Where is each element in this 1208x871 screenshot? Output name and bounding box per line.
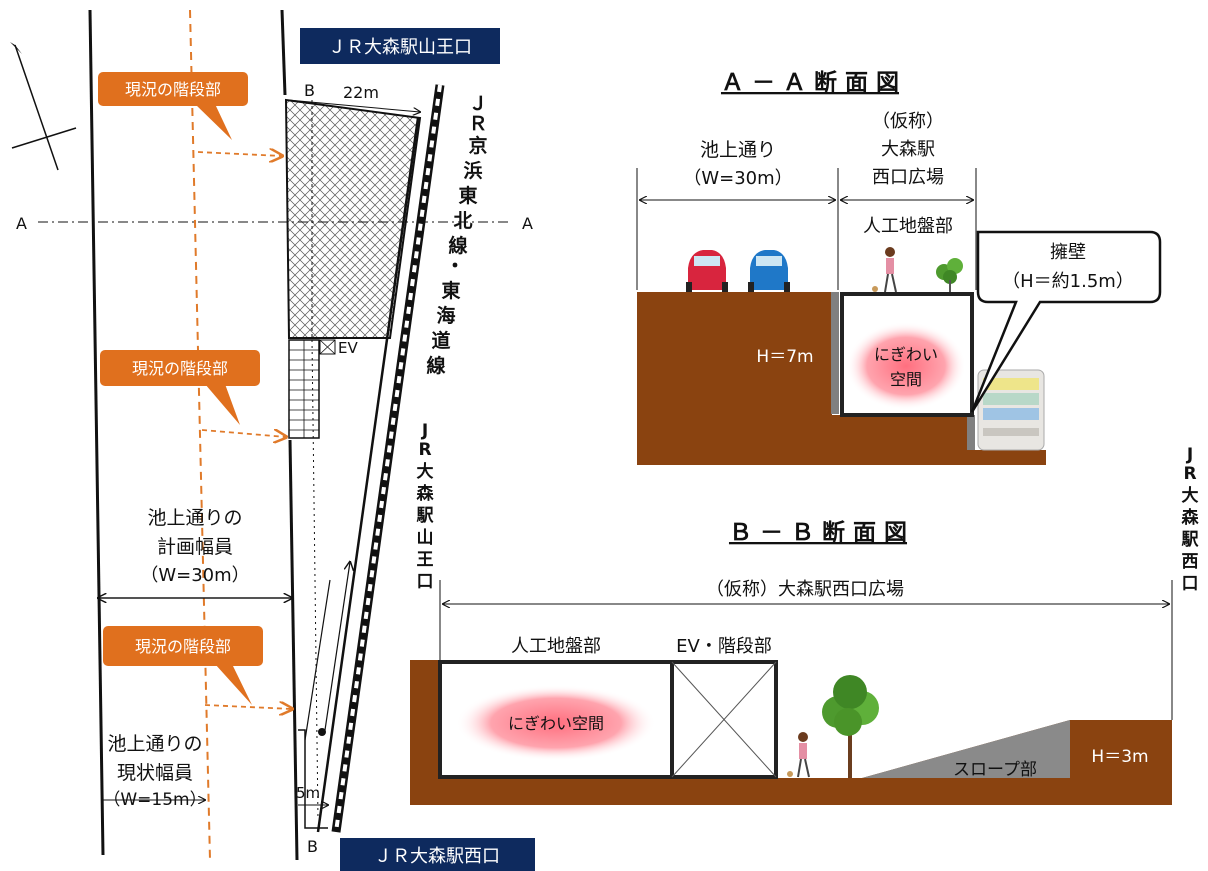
svg-text:王: 王	[417, 550, 434, 570]
svg-text:道: 道	[431, 329, 450, 352]
width-22m-label: 22m	[343, 83, 379, 102]
bb-slope	[862, 720, 1070, 778]
aa-plaza-line3: 西口広場	[872, 167, 944, 188]
section-aa: Ａ － Ａ 断 面 図 池上通り （W=30m） （仮称） 大森駅 西口広場 人…	[636, 69, 1162, 465]
svg-text:口: 口	[1182, 574, 1199, 594]
retaining-wall-callout: 擁壁 （H＝約1.5m）	[970, 230, 1162, 413]
section-mark-b-top: B	[304, 81, 315, 100]
section-bb: Ｂ － Ｂ 断 面 図 J R 大 森 駅 山 王 口 J R 大 森 駅 西 …	[410, 421, 1200, 805]
station-label-top-box	[300, 28, 500, 64]
svg-text:山: 山	[417, 528, 434, 548]
aa-artificial-ground: 人工地盤部	[863, 216, 953, 237]
svg-text:浜: 浜	[463, 160, 482, 182]
station-label-bottom: ＪＲ大森駅西口	[374, 846, 500, 867]
svg-text:線: 線	[426, 354, 445, 377]
bb-artificial-ground: 人工地盤部	[511, 636, 601, 657]
aa-road-line1: 池上通り	[700, 139, 776, 161]
planned-width-line2: 計画幅員	[157, 536, 233, 558]
svg-text:駅: 駅	[416, 506, 435, 526]
svg-text:口: 口	[417, 572, 434, 592]
svg-text:現況の階段部: 現況の階段部	[135, 637, 231, 656]
svg-text:西: 西	[1182, 552, 1199, 572]
section-mark-a-left: A	[16, 214, 27, 233]
svg-text:・: ・	[445, 255, 464, 277]
road-edge-current	[189, 9, 211, 861]
road-edge-planned-left	[88, 9, 105, 856]
svg-text:Ｊ: Ｊ	[468, 93, 487, 115]
aa-lively-line2: 空間	[890, 370, 922, 389]
section-bb-title: Ｂ － Ｂ 断 面 図	[729, 519, 907, 546]
svg-text:（H＝約1.5m）: （H＝約1.5m）	[1002, 271, 1134, 292]
svg-text:R: R	[418, 440, 431, 460]
train-icon	[977, 369, 1045, 451]
svg-text:現況の階段部: 現況の階段部	[132, 359, 228, 378]
road-edge-right-top	[280, 9, 287, 96]
bb-plaza-span: （仮称）大森駅西口広場	[706, 579, 904, 600]
svg-text:Ｒ: Ｒ	[468, 113, 487, 135]
pedestrian-icon	[872, 247, 897, 293]
bb-right-station-label: J R 大 森 駅 西 口	[1181, 445, 1200, 594]
planned-width-line1: 池上通りの	[147, 507, 242, 529]
width-5m-label: 5m	[296, 784, 320, 802]
current-width-line1: 池上通りの	[107, 733, 202, 755]
section-mark-a-right: A	[522, 214, 533, 233]
svg-text:駅: 駅	[1181, 530, 1200, 550]
svg-text:擁壁: 擁壁	[1050, 242, 1086, 263]
bb-lively-space: にぎわい空間	[508, 714, 604, 733]
artificial-ground-plan-area	[284, 98, 422, 339]
station-label-top: ＪＲ大森駅山王口	[328, 37, 472, 58]
aa-height-label: H＝7m	[756, 347, 813, 367]
aa-plaza-line2: 大森駅	[881, 139, 935, 160]
svg-text:線: 線	[448, 234, 467, 257]
section-mark-b-bottom: B	[307, 837, 318, 856]
bb-lively-space-glow	[456, 685, 656, 761]
svg-text:北: 北	[453, 210, 472, 232]
callout-existing-stairs-2: 現況の階段部	[100, 350, 260, 425]
callout-existing-stairs-1: 現況の階段部	[98, 72, 248, 140]
bb-slope-label: スロープ部	[953, 760, 1037, 780]
plan-view: EV A A B B 22m ＪＲ大森駅山王口 ＪＲ大森駅西口	[10, 9, 535, 871]
red-car-icon	[686, 250, 728, 292]
bb-ev-stairs: EV・階段部	[676, 636, 772, 657]
aa-left-wall	[831, 292, 839, 414]
aa-road-line2: （W=30m）	[683, 168, 792, 189]
plant-icon	[936, 258, 963, 292]
north-arrow-icon	[10, 42, 77, 171]
aa-ground	[637, 292, 1046, 465]
planned-width-line3: （W=30m）	[140, 565, 249, 586]
svg-text:J: J	[1186, 445, 1193, 465]
aa-lively-space-glow	[846, 322, 966, 410]
svg-text:東: 東	[441, 279, 460, 302]
svg-text:海: 海	[436, 304, 455, 327]
svg-text:J: J	[421, 421, 428, 441]
rail-line-label: Ｊ Ｒ 京 浜 東 北 線 ・ 東 海 道 線	[426, 93, 487, 377]
aa-lively-line1: にぎわい	[874, 345, 938, 364]
aa-retaining-wall	[967, 415, 975, 450]
ev-label: EV	[338, 339, 358, 357]
railway-plan	[316, 84, 445, 833]
bb-height-label: H＝3m	[1091, 747, 1148, 767]
section-aa-title: Ａ － Ａ 断 面 図	[721, 69, 899, 96]
blue-car-icon	[748, 250, 790, 292]
road-edge-right-bottom	[288, 439, 299, 861]
svg-text:現況の階段部: 現況の階段部	[125, 80, 221, 99]
station-label-bottom-box	[340, 838, 535, 871]
svg-text:大: 大	[417, 461, 434, 482]
svg-text:大: 大	[1182, 485, 1199, 506]
bb-pedestrian-icon	[787, 732, 810, 778]
callout-existing-stairs-3: 現況の階段部	[103, 626, 263, 705]
svg-text:東: 東	[458, 184, 477, 207]
aa-plaza-line1: （仮称）	[872, 111, 944, 132]
current-width-line2: 現状幅員	[117, 762, 193, 784]
svg-text:森: 森	[417, 483, 435, 504]
svg-text:森: 森	[1182, 507, 1200, 528]
tree-icon	[822, 675, 879, 778]
bb-left-station-label: J R 大 森 駅 山 王 口	[416, 421, 435, 592]
svg-text:京: 京	[468, 134, 487, 157]
svg-text:R: R	[1183, 464, 1196, 484]
